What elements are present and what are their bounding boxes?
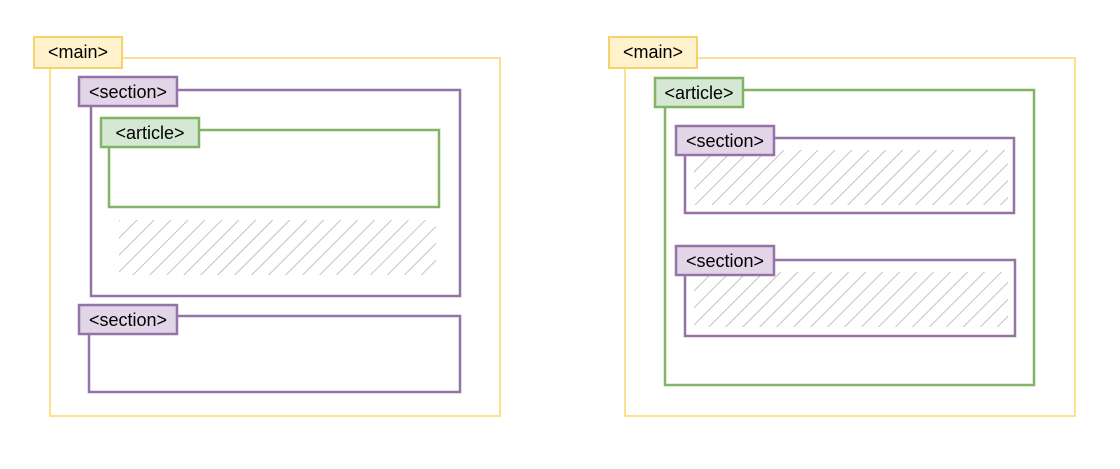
right-section-label-1: <section> [686, 131, 764, 151]
left-main-box [49, 57, 501, 417]
right-diagram: <main> <article> <section> <section> [608, 36, 1076, 417]
right-section-hatch-1 [694, 150, 1008, 205]
left-section-label-2: <section> [89, 310, 167, 330]
left-article-box [107, 128, 441, 209]
right-main-tag: <main> [608, 36, 698, 69]
left-section-label-1: <section> [89, 82, 167, 102]
left-diagram: <main> <section> <article> <section> [33, 36, 501, 417]
right-section-box-2 [683, 258, 1017, 338]
right-main-label: <main> [623, 42, 683, 62]
right-section-tag-2: <section> [674, 244, 776, 277]
left-section-box-1 [89, 88, 462, 298]
left-section-tag-2: <section> [77, 303, 179, 336]
right-article-label: <article> [664, 83, 733, 103]
left-section-box-2 [87, 314, 462, 394]
left-article-label: <article> [115, 123, 184, 143]
right-section-tag-1: <section> [674, 124, 776, 157]
left-hatched-content [119, 220, 436, 275]
left-article-tag: <article> [99, 116, 201, 149]
left-main-tag: <main> [33, 36, 123, 69]
left-main-label: <main> [48, 42, 108, 62]
right-section-hatch-2 [694, 272, 1008, 327]
left-section-tag-1: <section> [77, 75, 179, 108]
right-article-box [663, 88, 1036, 387]
right-section-label-2: <section> [686, 251, 764, 271]
right-article-tag: <article> [653, 76, 745, 109]
right-section-box-1 [683, 136, 1016, 215]
right-main-box [624, 57, 1076, 417]
